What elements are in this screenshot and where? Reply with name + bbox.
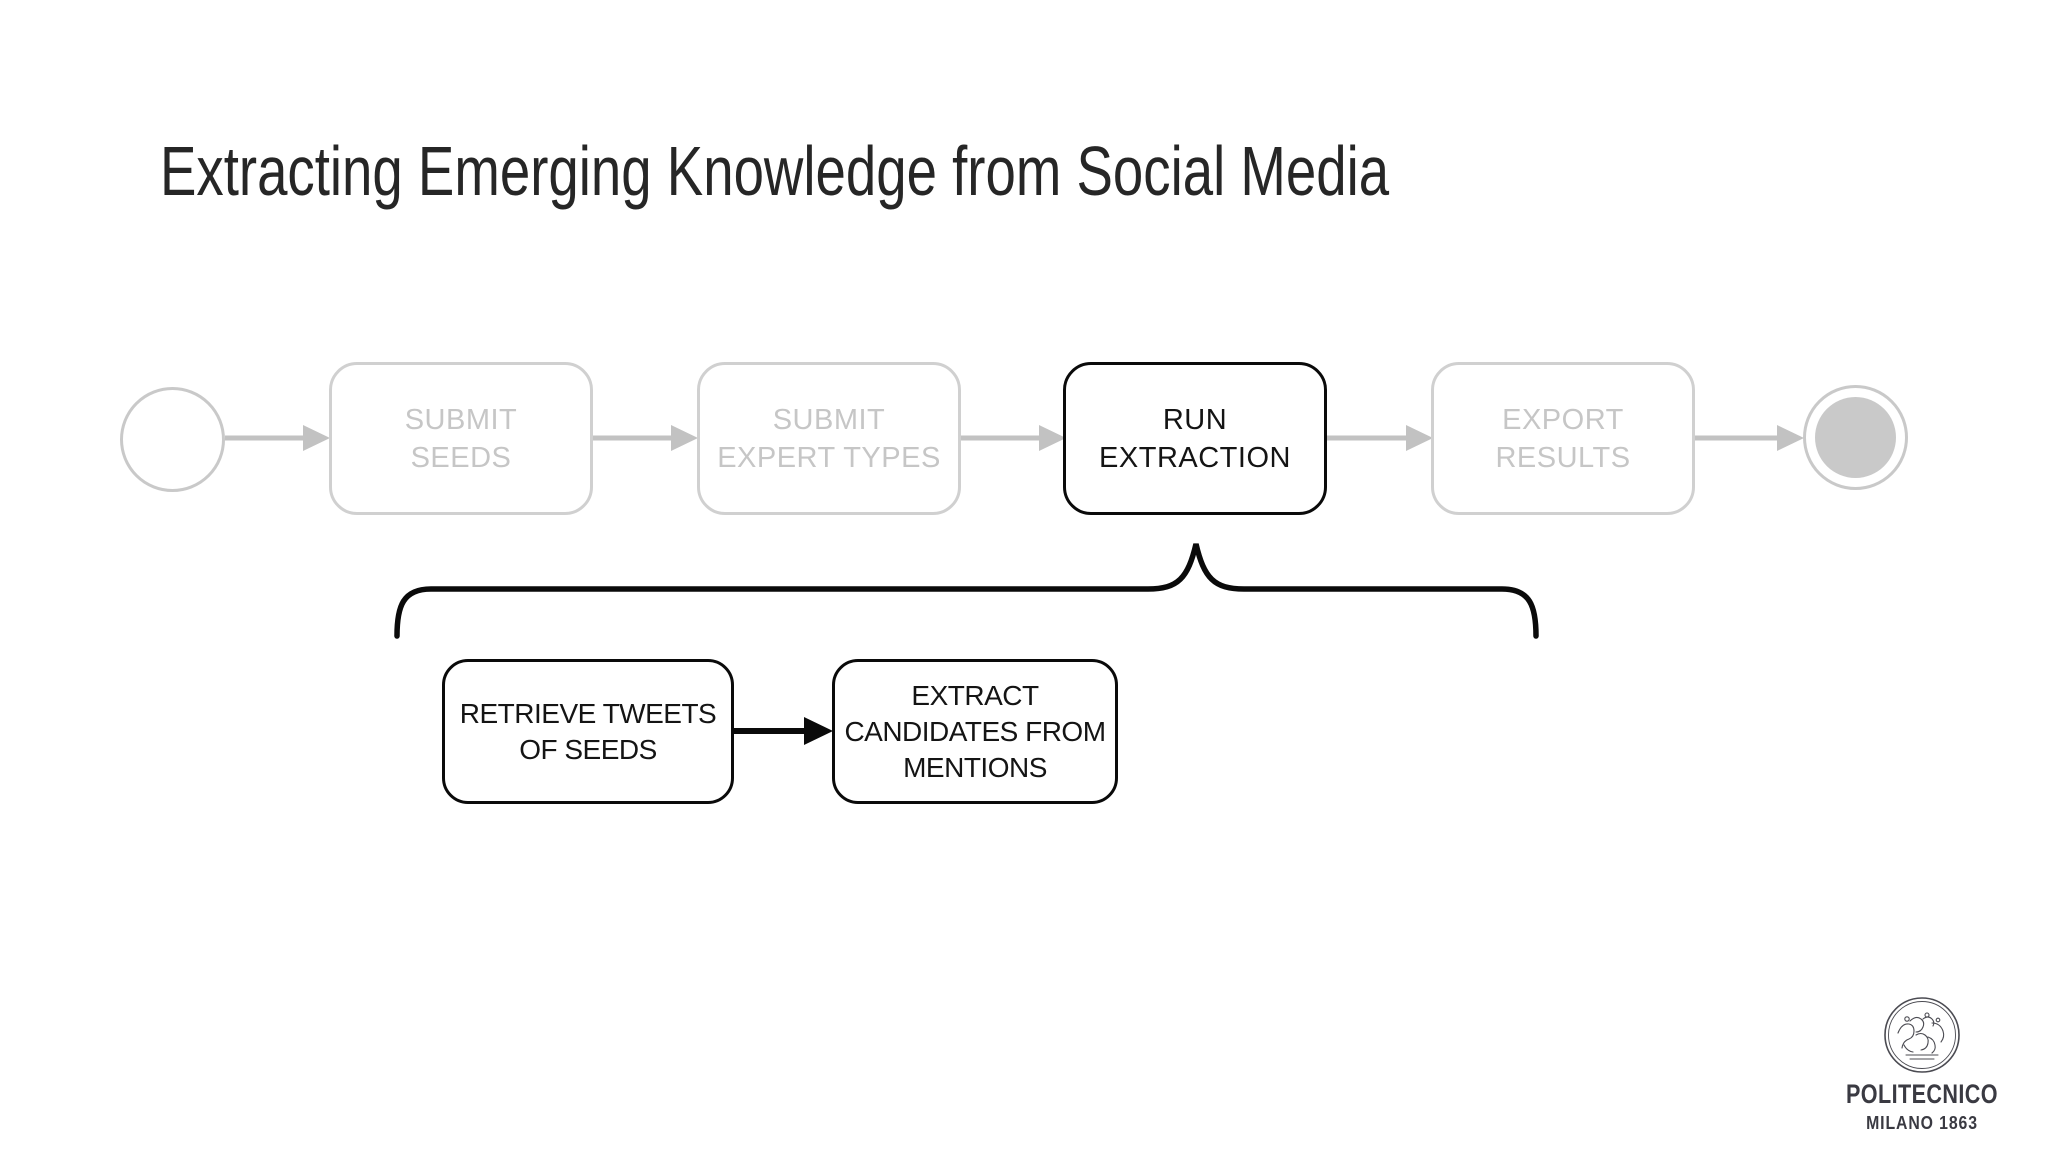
flow-arrow-5-icon <box>1695 425 1804 451</box>
task-submit-seeds: SUBMIT SEEDS <box>329 362 593 515</box>
task-submit-expert-types: SUBMIT EXPERT TYPES <box>697 362 961 515</box>
flow-arrow-3-icon <box>961 425 1066 451</box>
politecnico-seal-icon <box>1884 997 1960 1073</box>
politecnico-logo: POLITECNICO MILANO 1863 <box>1782 993 2048 1134</box>
subtask-extract-candidates: EXTRACT CANDIDATES FROM MENTIONS <box>832 659 1118 804</box>
end-event-inner-circle <box>1815 397 1896 478</box>
task-run-extraction-label: RUN EXTRACTION <box>1099 403 1291 474</box>
task-export-results: EXPORT RESULTS <box>1431 362 1695 515</box>
task-submit-seeds-label: SUBMIT SEEDS <box>404 403 518 474</box>
start-event-circle <box>120 387 225 492</box>
task-export-results-label: EXPORT RESULTS <box>1495 403 1631 474</box>
flow-arrow-2-icon <box>593 425 698 451</box>
logo-brand-subtext: MILANO 1863 <box>1866 1113 1978 1133</box>
subtask-retrieve-tweets-label: RETRIEVE TWEETS OF SEEDS <box>459 697 717 765</box>
logo-brand-text: POLITECNICO <box>1845 1079 1998 1109</box>
page-title: Extracting Emerging Knowledge from Socia… <box>160 132 1390 210</box>
flow-arrow-1-icon <box>225 425 330 451</box>
task-submit-expert-types-label: SUBMIT EXPERT TYPES <box>717 403 941 474</box>
subtask-retrieve-tweets: RETRIEVE TWEETS OF SEEDS <box>442 659 734 804</box>
task-run-extraction: RUN EXTRACTION <box>1063 362 1327 515</box>
flow-arrow-4-icon <box>1327 425 1433 451</box>
subtask-extract-candidates-label: EXTRACT CANDIDATES FROM MENTIONS <box>844 679 1106 783</box>
curly-brace-icon <box>394 543 1539 639</box>
subtask-arrow-icon <box>734 717 833 745</box>
end-event-circle <box>1803 385 1908 490</box>
